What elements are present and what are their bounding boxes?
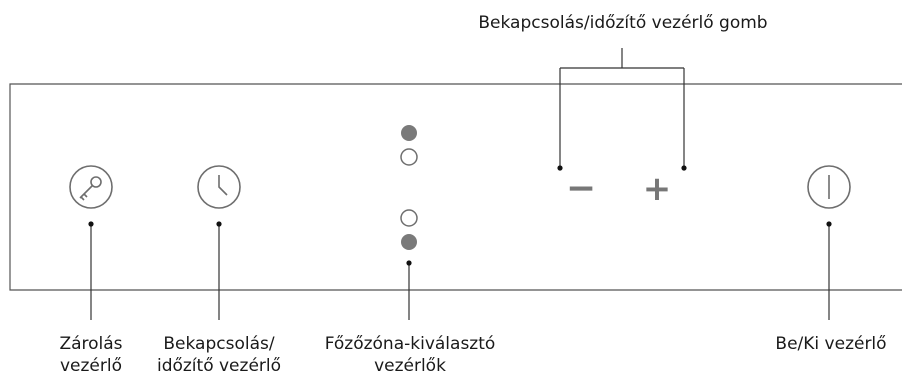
label-onoff-timer-button-text: Bekapcsolás/időzítő vezérlő gomb: [478, 13, 768, 33]
label-zone-select-controls: Főzőzóna-kiválasztó vezérlők: [310, 333, 510, 377]
label-power-control: Be/Ki vezérlő: [768, 333, 894, 355]
label-lock-line2: vezérlő: [59, 356, 122, 376]
power-icon[interactable]: [807, 165, 851, 209]
label-timer-line1: Bekapcsolás/: [163, 334, 275, 354]
panel-outline: [9, 83, 902, 291]
key-icon[interactable]: [69, 165, 113, 209]
top-bracket: [559, 48, 685, 168]
leader-dot-plus: [681, 165, 687, 171]
zone-indicator-filled: [401, 234, 417, 250]
leader-dot-minus: [557, 165, 563, 171]
label-zone-line2: vezérlők: [374, 356, 446, 376]
minus-symbol[interactable]: −: [566, 168, 596, 209]
leader-dot-timer: [216, 221, 222, 227]
leader-dot-zone: [406, 260, 412, 266]
zone-indicator-empty: [400, 148, 418, 166]
label-zone-line1: Főzőzóna-kiválasztó: [324, 334, 496, 354]
label-timer-line2: időzítő vezérlő: [156, 356, 282, 376]
label-lock-control: Zárolás vezérlő: [41, 333, 141, 377]
leader-dot-lock: [88, 221, 94, 227]
plus-symbol[interactable]: +: [643, 169, 672, 209]
clock-icon[interactable]: [197, 165, 241, 209]
label-timer-control: Bekapcsolás/ időzítő vezérlő: [144, 333, 294, 377]
label-onoff-timer-button: Bekapcsolás/időzítő vezérlő gomb: [458, 12, 788, 34]
leader-dot-power: [826, 221, 832, 227]
label-lock-line1: Zárolás: [59, 334, 123, 354]
zone-indicator-empty: [400, 209, 418, 227]
zone-indicator-filled: [401, 125, 417, 141]
label-power-text: Be/Ki vezérlő: [775, 334, 887, 354]
